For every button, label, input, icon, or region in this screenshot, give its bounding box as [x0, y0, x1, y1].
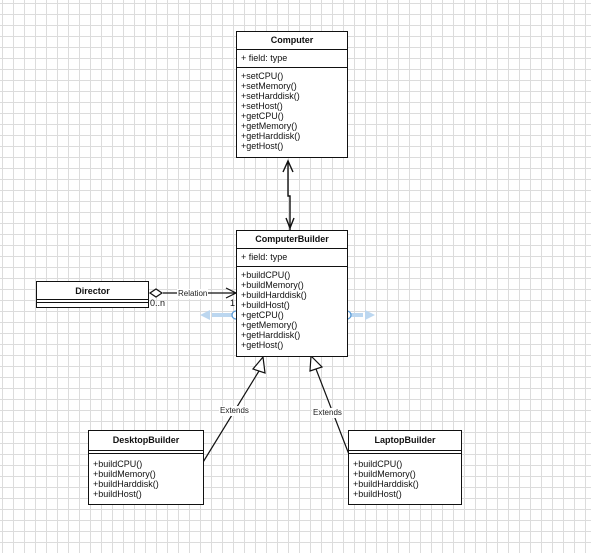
extends-label-desktop: Extends	[219, 406, 250, 416]
generalization-desktop[interactable]	[196, 355, 266, 473]
method: +setCPU()	[241, 71, 284, 81]
multiplicity-builder: 1	[230, 298, 236, 308]
class-name: DesktopBuilder	[89, 431, 203, 454]
method: +getMemory()	[241, 320, 298, 330]
method: +setMemory()	[241, 81, 297, 91]
class-field: + field: type	[237, 50, 347, 68]
class-name: Computer	[237, 32, 347, 50]
method-list: +buildCPU() +buildMemory() +buildHarddis…	[89, 454, 203, 502]
method: +getHarddisk()	[241, 131, 301, 141]
method: +buildCPU()	[241, 270, 291, 280]
class-name: LaptopBuilder	[349, 431, 461, 454]
method: +getCPU()	[241, 310, 284, 320]
class-desktop-builder[interactable]: DesktopBuilder +buildCPU() +buildMemory(…	[88, 430, 204, 505]
method: +getCPU()	[241, 111, 284, 121]
method-list: +setCPU() +setMemory() +setHarddisk() +s…	[237, 68, 347, 154]
method-list: +buildCPU() +buildMemory() +buildHarddis…	[349, 454, 461, 502]
method: +buildHarddisk()	[93, 479, 159, 489]
method: +getHost()	[241, 141, 284, 151]
method: +buildCPU()	[353, 459, 403, 469]
method: +buildMemory()	[93, 469, 156, 479]
method: +getHarddisk()	[241, 330, 301, 340]
class-field: + field: type	[237, 249, 347, 267]
method: +setHarddisk()	[241, 91, 300, 101]
method: +buildHost()	[93, 489, 142, 499]
method: +buildMemory()	[353, 469, 416, 479]
class-laptop-builder[interactable]: LaptopBuilder +buildCPU() +buildMemory()…	[348, 430, 462, 505]
method: +setHost()	[241, 101, 283, 111]
class-computer[interactable]: Computer + field: type +setCPU() +setMem…	[236, 31, 348, 158]
method: +buildHost()	[241, 300, 290, 310]
method: +buildCPU()	[93, 459, 143, 469]
method: +buildHost()	[353, 489, 402, 499]
class-name: Director	[37, 282, 148, 303]
method: +buildHarddisk()	[353, 479, 419, 489]
class-director[interactable]: Director	[36, 281, 149, 308]
class-computer-builder[interactable]: ComputerBuilder + field: type +buildCPU(…	[236, 230, 348, 357]
method: +getHost()	[241, 340, 284, 350]
multiplicity-director: 0..n	[150, 298, 166, 308]
class-name: ComputerBuilder	[237, 231, 347, 249]
method: +buildMemory()	[241, 280, 304, 290]
extends-label-laptop: Extends	[312, 408, 343, 418]
association-computer-builder[interactable]	[282, 159, 295, 230]
relation-label: Relation	[177, 289, 209, 299]
method: +getMemory()	[241, 121, 298, 131]
method: +buildHarddisk()	[241, 290, 307, 300]
method-list: +buildCPU() +buildMemory() +buildHarddis…	[237, 267, 347, 353]
